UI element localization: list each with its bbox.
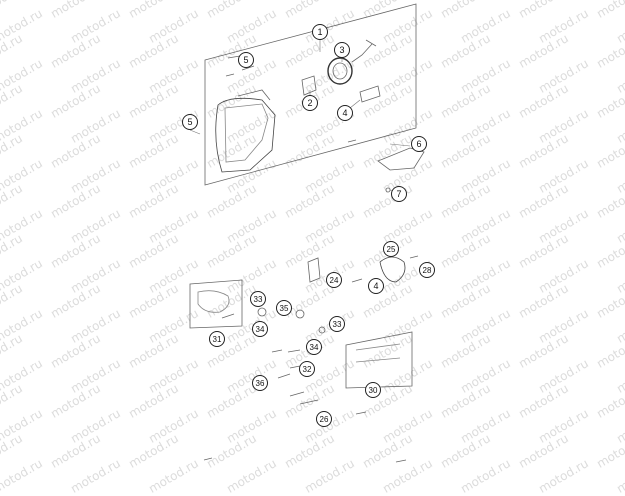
callout-label: 34 bbox=[256, 325, 265, 334]
callout-circle bbox=[383, 241, 399, 257]
callout-circle bbox=[391, 186, 407, 202]
license-plate-left bbox=[189, 279, 243, 329]
callout-3: 3 bbox=[334, 42, 350, 58]
callout-label: 36 bbox=[256, 379, 265, 388]
callout-35: 35 bbox=[276, 300, 292, 316]
callout-4: 4 bbox=[368, 278, 384, 294]
callout-33: 33 bbox=[329, 316, 345, 332]
callout-25: 25 bbox=[383, 241, 399, 257]
callout-34: 34 bbox=[306, 339, 322, 355]
callout-label: 34 bbox=[310, 343, 319, 352]
headlight-mask bbox=[215, 97, 276, 173]
callout-circle bbox=[368, 278, 384, 294]
callout-circle bbox=[316, 411, 332, 427]
callout-label: 1 bbox=[317, 27, 322, 37]
callout-label: 25 bbox=[387, 245, 396, 254]
callout-32: 32 bbox=[299, 361, 315, 377]
cover-plate bbox=[377, 147, 425, 171]
callout-34: 34 bbox=[252, 321, 268, 337]
callout-circle bbox=[334, 42, 350, 58]
headlight-panel-outline bbox=[204, 3, 417, 186]
callout-circle bbox=[306, 339, 322, 355]
callout-label: 2 bbox=[307, 98, 312, 108]
callout-circle bbox=[312, 24, 328, 40]
callout-label: 28 bbox=[423, 266, 432, 275]
callout-2: 2 bbox=[302, 95, 318, 111]
callout-6: 6 bbox=[411, 136, 427, 152]
callout-circle bbox=[238, 52, 254, 68]
callout-label: 30 bbox=[369, 386, 378, 395]
callout-label: 4 bbox=[342, 108, 347, 118]
callout-circle bbox=[326, 272, 342, 288]
callout-circle bbox=[329, 316, 345, 332]
callout-28: 28 bbox=[419, 262, 435, 278]
callout-label: 33 bbox=[254, 295, 263, 304]
callout-circle bbox=[411, 136, 427, 152]
callout-4: 4 bbox=[337, 105, 353, 121]
callout-36: 36 bbox=[252, 375, 268, 391]
callout-label: 7 bbox=[396, 189, 401, 199]
callout-label: 3 bbox=[339, 45, 344, 55]
callout-circle bbox=[337, 105, 353, 121]
license-plate-right bbox=[345, 331, 413, 389]
callout-label: 5 bbox=[243, 55, 248, 65]
callout-33: 33 bbox=[250, 291, 266, 307]
horn-assembly bbox=[379, 256, 406, 283]
callout-label: 6 bbox=[416, 139, 421, 149]
callout-1: 1 bbox=[312, 24, 328, 40]
callout-24: 24 bbox=[326, 272, 342, 288]
callout-label: 4 bbox=[373, 281, 378, 291]
callout-30: 30 bbox=[365, 382, 381, 398]
callout-7: 7 bbox=[391, 186, 407, 202]
callout-label: 26 bbox=[320, 415, 329, 424]
callout-31: 31 bbox=[209, 331, 225, 347]
callout-circle bbox=[419, 262, 435, 278]
callout-26: 26 bbox=[316, 411, 332, 427]
callout-label: 5 bbox=[187, 117, 192, 127]
callout-label: 31 bbox=[213, 335, 222, 344]
callout-5: 5 bbox=[238, 52, 254, 68]
callout-label: 33 bbox=[333, 320, 342, 329]
callout-label: 32 bbox=[303, 365, 312, 374]
callout-5: 5 bbox=[182, 114, 198, 130]
callout-label: 35 bbox=[280, 304, 289, 313]
headlight-reflector bbox=[327, 57, 353, 85]
callout-circle bbox=[209, 331, 225, 347]
callout-circle bbox=[182, 114, 198, 130]
callout-circle bbox=[252, 375, 268, 391]
callout-circle bbox=[299, 361, 315, 377]
callout-circle bbox=[302, 95, 318, 111]
callout-circle bbox=[276, 300, 292, 316]
callout-circle bbox=[252, 321, 268, 337]
callout-circle bbox=[365, 382, 381, 398]
callout-circle bbox=[250, 291, 266, 307]
callout-label: 24 bbox=[330, 276, 339, 285]
